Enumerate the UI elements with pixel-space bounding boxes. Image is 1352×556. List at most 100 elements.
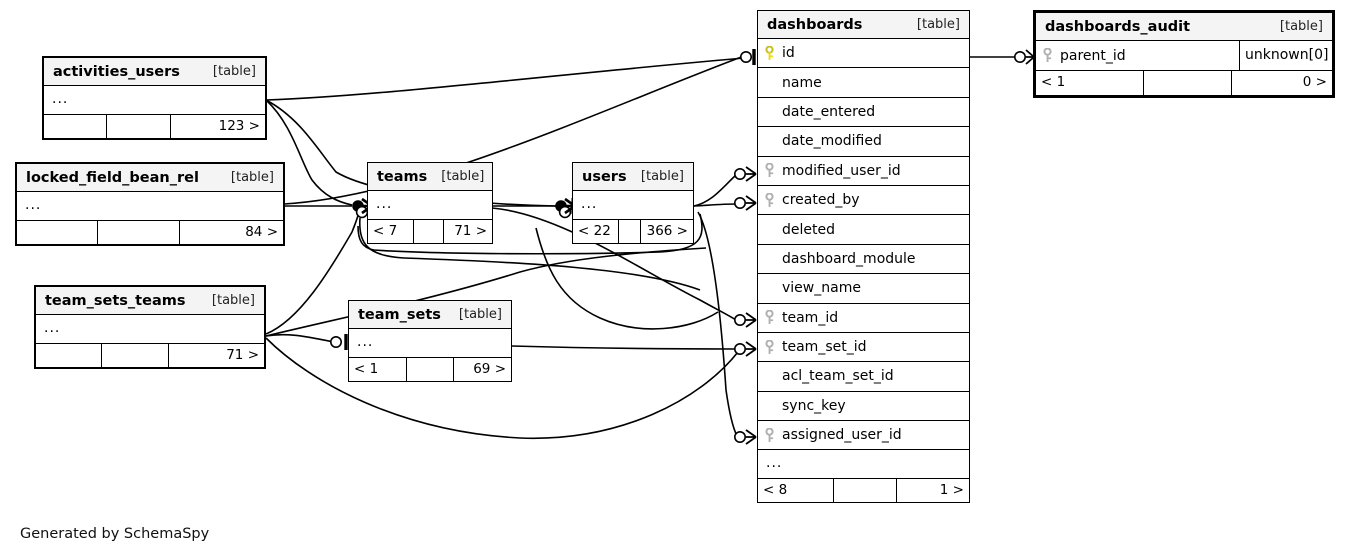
footer-middle-cell	[619, 220, 641, 243]
column-name: date_modified	[782, 133, 882, 150]
table-dashboards_audit[interactable]: dashboards_audit [table] parent_id unkno…	[1033, 10, 1335, 98]
table-teams[interactable]: teams [table] ... < 7 71 >	[367, 162, 493, 244]
table-header: team_sets_teams [table]	[36, 287, 264, 315]
collapsed-columns-row[interactable]: ...	[349, 329, 511, 358]
table-footer: < 1 0 >	[1036, 71, 1332, 95]
footer-parents-count: < 22	[573, 220, 619, 243]
footer-middle-cell	[834, 479, 897, 503]
table-header: teams [table]	[368, 163, 492, 191]
column-row-id[interactable]: id	[758, 39, 969, 69]
footer-middle-cell	[407, 358, 454, 381]
footer-parents-count: < 7	[368, 220, 414, 243]
foreign-key-icon	[758, 310, 780, 325]
column-name: view_name	[782, 280, 861, 297]
collapsed-columns-row[interactable]: ...	[17, 192, 283, 221]
more-columns-row[interactable]: ...	[758, 450, 969, 480]
column-row-parent_id[interactable]: parent_id unknown[0]	[1036, 41, 1332, 71]
collapsed-columns-row[interactable]: ...	[573, 191, 693, 220]
table-header: dashboards_audit [table]	[1036, 13, 1332, 41]
table-title: activities_users	[53, 63, 180, 80]
column-name: assigned_user_id	[782, 427, 902, 444]
column-name: modified_user_id	[782, 162, 901, 179]
footer-parents-count: < 1	[349, 358, 407, 381]
column-row-acl_team_set_id[interactable]: acl_team_set_id	[758, 362, 969, 392]
footer-middle-cell	[98, 221, 180, 244]
footer-parents-count	[36, 344, 102, 367]
table-footer: < 1 69 >	[349, 358, 511, 381]
table-type-tag: [table]	[211, 292, 255, 308]
footer-children-count: 1 >	[939, 482, 964, 499]
column-row-date_entered[interactable]: date_entered	[758, 97, 969, 128]
column-name: dashboard_module	[782, 250, 916, 267]
column-row-date_modified[interactable]: date_modified	[758, 127, 969, 157]
foreign-key-icon	[1036, 48, 1058, 63]
table-type-tag: [table]	[916, 16, 960, 32]
footer-children-count: 0 >	[1302, 74, 1327, 90]
table-title: users	[582, 168, 627, 185]
column-name: team_id	[782, 309, 839, 326]
table-header: activities_users [table]	[44, 58, 265, 86]
column-row-assigned_user_id[interactable]: assigned_user_id	[758, 421, 969, 451]
collapsed-columns-row[interactable]: ...	[368, 191, 492, 220]
table-title: team_sets_teams	[45, 292, 186, 309]
generated-by-note: Generated by SchemaSpy	[20, 526, 210, 542]
table-footer: 84 >	[17, 221, 283, 244]
table-footer: < 7 71 >	[368, 220, 492, 243]
table-header: team_sets [table]	[349, 301, 511, 329]
table-activities_users[interactable]: activities_users [table] ... 123 >	[42, 56, 267, 140]
table-type-tag: [table]	[230, 169, 274, 185]
table-title: dashboards	[767, 16, 863, 33]
column-name: id	[782, 45, 795, 62]
table-footer: 71 >	[36, 344, 264, 367]
footer-children-count: 366 >	[646, 223, 688, 239]
column-name: date_entered	[782, 103, 876, 120]
footer-parents-count	[44, 115, 107, 138]
footer-parents-count	[17, 221, 98, 244]
table-footer: < 22 366 >	[573, 220, 693, 243]
table-footer: < 8 1 >	[758, 479, 969, 503]
column-row-sync_key[interactable]: sync_key	[758, 391, 969, 422]
table-footer: 123 >	[44, 115, 265, 138]
column-row-deleted[interactable]: deleted	[758, 215, 969, 245]
column-row-view_name[interactable]: view_name	[758, 274, 969, 304]
column-type: unknown[0]	[1239, 41, 1332, 70]
table-team_sets[interactable]: team_sets [table] ... < 1 69 >	[348, 300, 512, 382]
table-header: locked_field_bean_rel [table]	[17, 164, 283, 192]
column-name: parent_id	[1060, 47, 1126, 64]
footer-parents-count: < 1	[1036, 71, 1144, 95]
footer-middle-cell	[414, 220, 444, 243]
column-row-created_by[interactable]: created_by	[758, 185, 969, 216]
foreign-key-icon	[758, 427, 780, 443]
column-row-modified_user_id[interactable]: modified_user_id	[758, 156, 969, 186]
table-team_sets_teams[interactable]: team_sets_teams [table] ... 71 >	[34, 285, 266, 369]
table-dashboards[interactable]: dashboards [table] id name date_entered …	[757, 10, 970, 504]
footer-parents-count: < 8	[758, 479, 834, 503]
column-row-team_id[interactable]: team_id	[758, 303, 969, 333]
footer-children-count: 69 >	[473, 361, 506, 377]
table-locked_field_bean_rel[interactable]: locked_field_bean_rel [table] ... 84 >	[15, 162, 285, 246]
foreign-key-icon	[758, 192, 780, 208]
table-type-tag: [table]	[458, 306, 502, 322]
column-name: created_by	[782, 192, 860, 209]
collapsed-columns-row[interactable]: ...	[36, 315, 264, 344]
table-header: dashboards [table]	[758, 11, 969, 39]
column-name: acl_team_set_id	[782, 368, 894, 385]
footer-middle-cell	[107, 115, 171, 138]
table-header: users [table]	[573, 163, 693, 191]
column-name: deleted	[782, 221, 835, 238]
footer-middle-cell	[102, 344, 169, 367]
table-type-tag: [table]	[1279, 18, 1323, 34]
footer-middle-cell	[1144, 71, 1232, 95]
column-row-dashboard_module[interactable]: dashboard_module	[758, 244, 969, 275]
collapsed-columns-row[interactable]: ...	[44, 86, 265, 115]
table-users[interactable]: users [table] ... < 22 366 >	[572, 162, 694, 244]
footer-children-count: 123 >	[218, 118, 260, 134]
column-name: sync_key	[782, 397, 846, 414]
table-title: dashboards_audit	[1045, 18, 1191, 35]
table-type-tag: [table]	[640, 168, 684, 184]
column-row-name[interactable]: name	[758, 68, 969, 98]
table-type-tag: [table]	[212, 63, 256, 79]
column-row-team_set_id[interactable]: team_set_id	[758, 332, 969, 363]
primary-key-icon	[758, 45, 780, 61]
